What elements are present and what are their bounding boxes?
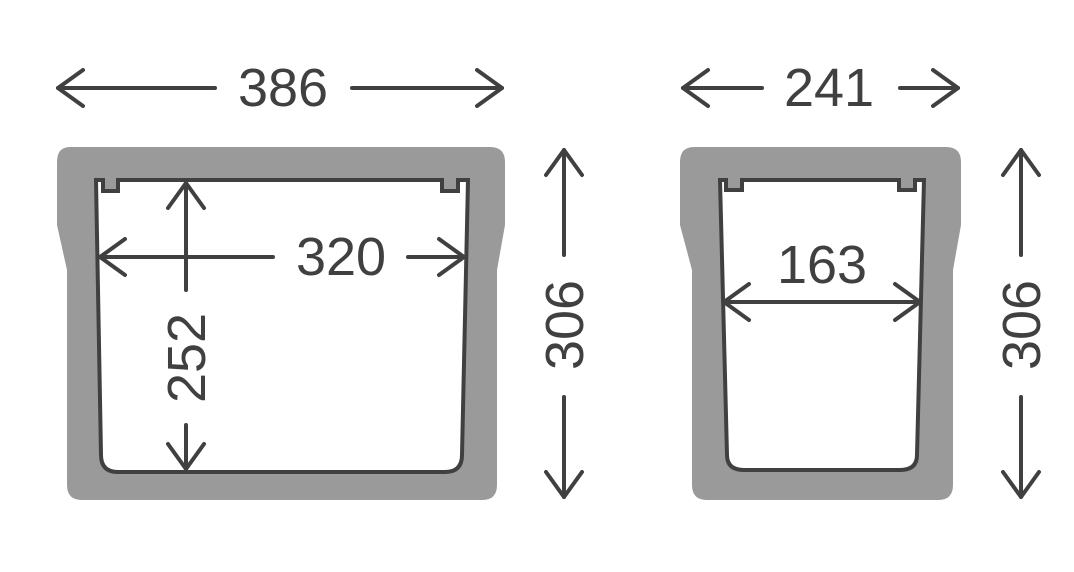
large-inner-width-arrowhead-left [98,237,127,277]
large-outer-height-arrowhead-top [544,148,584,177]
small-outer-width-arrowhead-right [931,68,960,108]
large-outer-height-arrowhead-bottom [544,470,584,499]
small-bin-inner-cavity [717,178,927,472]
small-outer-height-arrowhead-bottom [1001,470,1041,499]
large-inner-height-label: 252 [157,313,217,403]
small-inner-width-arrowhead-left [722,282,751,322]
small-outer-height-label: 306 [992,280,1052,370]
large-outer-width-arrowhead-left [56,68,85,108]
large-inner-height-arrowhead-top [166,181,206,210]
small-bin: 241 163 306 [680,58,1052,500]
large-outer-width-arrowhead-right [475,68,504,108]
small-inner-width-label: 163 [777,235,867,295]
large-outer-width-label: 386 [238,58,328,118]
large-inner-width-arrowhead-right [437,237,466,277]
small-inner-width-arrowhead-right [893,282,922,322]
small-outer-width-arrowhead-left [681,68,710,108]
large-outer-height-label: 306 [535,280,595,370]
large-bin-inner-cavity [93,178,471,474]
large-bin: 386 320 252 306 [56,58,595,500]
large-inner-height-arrowhead-bottom [166,442,206,471]
small-outer-width-label: 241 [784,58,874,118]
large-inner-width-label: 320 [296,227,386,287]
small-outer-height-arrowhead-top [1001,148,1041,177]
